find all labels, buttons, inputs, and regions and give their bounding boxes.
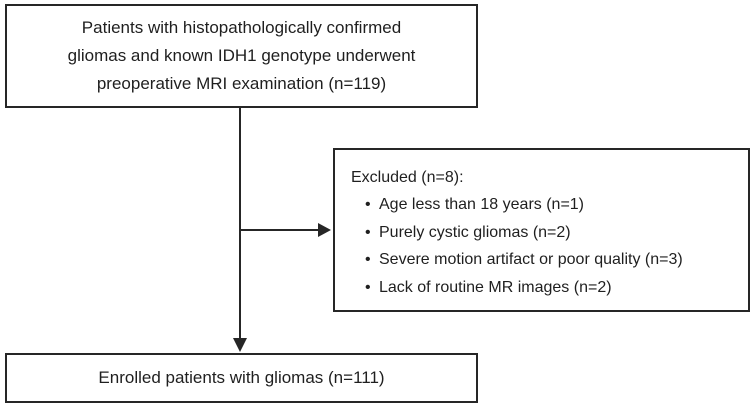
top-box-line-2: gliomas and known IDH1 genotype underwen…: [67, 46, 416, 65]
bullet-icon: •: [365, 278, 371, 296]
bullet-icon: •: [365, 196, 371, 213]
excluded-box: Excluded (n=8): • Age less than 18 years …: [333, 148, 750, 312]
excluded-item-text: Purely cystic gliomas (n=2): [379, 223, 571, 241]
top-box-line-1: Patients with histopathologically confir…: [81, 18, 402, 37]
excluded-item-text: Age less than 18 years (n=1): [379, 196, 585, 213]
excluded-title: Excluded (n=8):: [351, 169, 464, 186]
right-arrowhead-icon: [318, 223, 331, 237]
excluded-item: • Age less than 18 years (n=1): [365, 191, 738, 219]
top-box: Patients with histopathologically confir…: [5, 4, 478, 108]
excluded-list: • Age less than 18 years (n=1) • Purely cy…: [351, 191, 738, 301]
excluded-item-text: Severe motion artifact or poor quality (…: [379, 251, 683, 268]
bottom-box: Enrolled patients with gliomas (n=111): [5, 353, 478, 403]
excluded-item: • Lack of routine MR images (n=2): [365, 274, 738, 302]
excluded-item: • Severe motion artifact or poor quality …: [365, 246, 738, 274]
bullet-icon: •: [365, 251, 371, 268]
bullet-icon: •: [365, 223, 371, 241]
excluded-item: • Purely cystic gliomas (n=2): [365, 219, 738, 247]
down-arrowhead-icon: [233, 338, 247, 352]
top-box-line-3: preoperative MRI examination (n=119): [96, 74, 387, 93]
excluded-item-text: Lack of routine MR images (n=2): [379, 278, 612, 296]
bottom-box-text: Enrolled patients with gliomas (n=111): [98, 368, 385, 387]
